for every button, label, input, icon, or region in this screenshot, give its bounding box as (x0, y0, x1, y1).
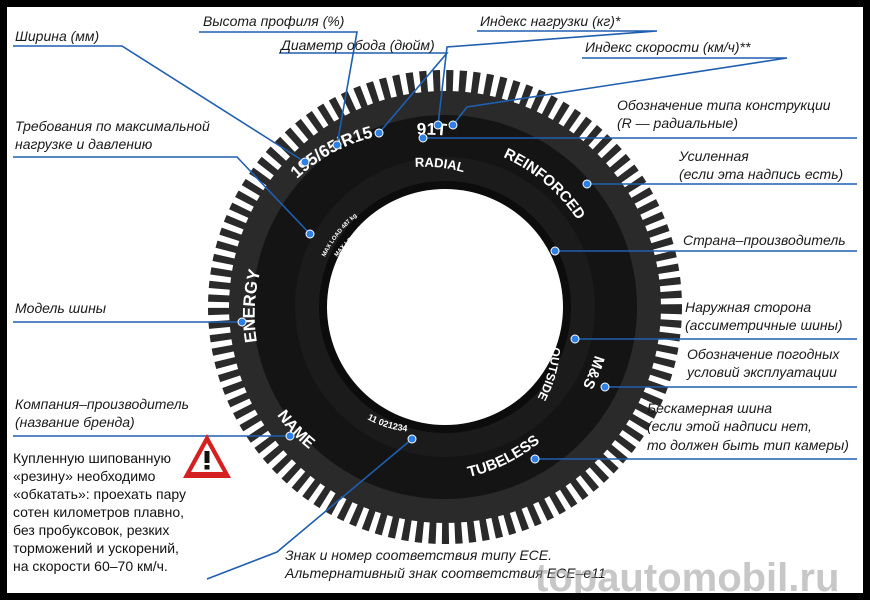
label-brand-2: (название бренда) (15, 414, 135, 430)
dot-tubeless (530, 454, 540, 464)
warning-line-3: «обкатать»: проехать пару (13, 486, 186, 502)
leader-speed (452, 57, 788, 126)
warning-line-6: торможений и ускорений, (13, 540, 179, 556)
label-weather-1: Обозначение погодных (687, 346, 840, 362)
tire-diagram: 195/65/R15 91T RADIAL REINFORCED MADE IN… (7, 7, 857, 593)
leader-ece (206, 438, 413, 580)
label-brand-1: Компания–производитель (15, 396, 189, 412)
dot-speed (448, 120, 458, 130)
leader-max-load (13, 156, 311, 235)
dot-width (300, 157, 310, 167)
label-profile: Высота профиля (%) (203, 13, 344, 29)
label-country: Страна–производитель (683, 232, 846, 248)
leader-width (13, 45, 306, 163)
dot-brand (285, 431, 295, 441)
dot-ece (407, 434, 417, 444)
warning-line-1: Купленную шипованную (13, 450, 171, 466)
label-load: Индекс нагрузки (кг)* (480, 13, 621, 29)
tire (208, 70, 682, 544)
warning-line-4: сотен километров плавно, (13, 504, 184, 520)
label-width: Ширина (мм) (15, 28, 99, 44)
label-max-load-1: Требования по максимальной (15, 118, 210, 134)
dot-max-load (305, 229, 315, 239)
diagram-canvas: 195/65/R15 91T RADIAL REINFORCED MADE IN… (7, 7, 863, 593)
label-model: Модель шины (15, 300, 107, 316)
label-outside-1: Наружная сторона (685, 299, 811, 315)
warning-sign (183, 434, 231, 478)
dot-construction (418, 133, 428, 143)
dot-load (433, 120, 443, 130)
leader-profile (199, 31, 358, 146)
label-max-load-2: нагрузке и давлению (15, 136, 153, 152)
label-outside-2: (ассиметричные шины) (685, 317, 843, 333)
dot-reinforced (582, 179, 592, 189)
leader-lines (13, 30, 857, 580)
label-ece-2: Альтернативный знак соответствия ECE–е11 (284, 565, 606, 581)
dot-weather (600, 382, 610, 392)
leader-dots (237, 120, 610, 464)
dot-outside (570, 334, 580, 344)
dot-rim (374, 128, 384, 138)
leader-load (437, 30, 658, 126)
dot-model (237, 317, 247, 327)
label-rim: Диаметр обода (дюйм) (279, 37, 435, 53)
label-reinforced-1: Усиленная (678, 148, 749, 164)
dot-profile (332, 140, 342, 150)
callout-labels: Ширина (мм) Высота профиля (%) Диаметр о… (15, 13, 849, 581)
warning-line-5: без пробуксовок, резких (13, 522, 169, 538)
warning-text: Купленную шипованную «резину» необходимо… (13, 450, 186, 574)
label-tubeless-1: Бескамерная шина (647, 400, 772, 416)
tread-teeth (208, 70, 682, 544)
label-tubeless-3: то должен быть тип камеры) (647, 437, 849, 453)
dot-country (550, 246, 560, 256)
label-reinforced-2: (если эта надпись есть) (679, 166, 843, 182)
label-weather-2: условий эксплуатации (686, 364, 837, 380)
label-construction-1: Обозначение типа конструкции (617, 97, 831, 113)
label-construction-2: (R — радиальные) (617, 115, 738, 131)
warning-line-7: на скорости 60–70 км/ч. (13, 558, 168, 574)
warning-line-2: «резину» необходимо (13, 468, 156, 484)
watermark: topautomobil.ru (535, 556, 839, 593)
label-speed: Индекс скорости (км/ч)** (585, 39, 751, 55)
rim-hole (327, 189, 563, 425)
label-ece-1: Знак и номер соответствия типу ECE. (285, 547, 552, 563)
label-tubeless-2: (если этой надписи нет, (647, 418, 812, 434)
